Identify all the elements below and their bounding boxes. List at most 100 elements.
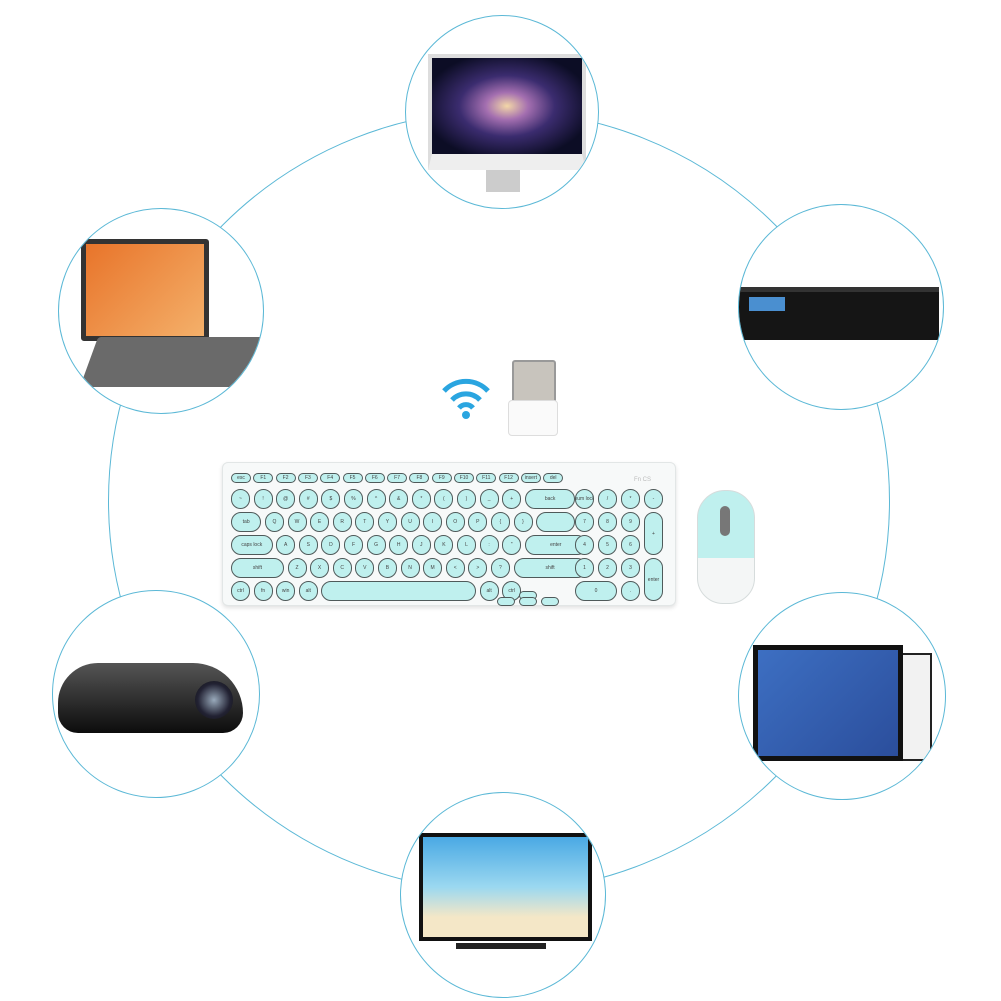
key[interactable]: } (513, 512, 533, 532)
key[interactable]: + (502, 489, 522, 509)
arrow-key[interactable] (497, 597, 515, 606)
key[interactable]: ^ (366, 489, 386, 509)
key[interactable]: shift (231, 558, 284, 578)
key[interactable]: & (389, 489, 409, 509)
key[interactable]: F7 (387, 473, 408, 483)
numpad-key[interactable]: 9 (621, 512, 640, 532)
key[interactable] (321, 581, 476, 601)
laptop-base (79, 337, 263, 387)
numpad-key[interactable]: 5 (598, 535, 617, 555)
key[interactable]: : (479, 535, 499, 555)
key[interactable]: H (389, 535, 409, 555)
key[interactable]: U (400, 512, 420, 532)
key[interactable]: back (524, 489, 576, 509)
key[interactable]: B (377, 558, 397, 578)
key[interactable]: D (321, 535, 341, 555)
key[interactable] (536, 512, 576, 532)
numpad-key[interactable]: 6 (621, 535, 640, 555)
key[interactable]: Z (287, 558, 307, 578)
key[interactable]: S (298, 535, 318, 555)
usb-receiver (508, 360, 558, 436)
numpad-key[interactable]: + (644, 512, 663, 555)
key[interactable]: F1 (253, 473, 274, 483)
key[interactable]: { (490, 512, 510, 532)
key[interactable]: A (276, 535, 296, 555)
key[interactable]: F6 (364, 473, 385, 483)
key[interactable]: ! (253, 489, 273, 509)
numpad-key[interactable]: enter (644, 558, 663, 601)
key[interactable]: E (310, 512, 330, 532)
numpad-key[interactable]: - (644, 489, 663, 509)
key[interactable]: L (457, 535, 476, 555)
key[interactable]: F11 (476, 473, 497, 483)
key[interactable]: F9 (431, 473, 452, 483)
key[interactable]: ) (457, 489, 476, 509)
key[interactable]: @ (276, 489, 296, 509)
numpad-key[interactable]: . (621, 581, 640, 601)
imac-bubble (405, 15, 599, 209)
key[interactable]: ( (434, 489, 454, 509)
key[interactable]: F5 (342, 473, 363, 483)
key[interactable]: O (445, 512, 465, 532)
key[interactable]: C (332, 558, 352, 578)
numpad-key[interactable]: num lock (575, 489, 594, 509)
key[interactable]: F3 (297, 473, 318, 483)
key[interactable]: I (423, 512, 443, 532)
numpad-key[interactable]: 1 (575, 558, 594, 578)
key[interactable]: Q (264, 512, 284, 532)
key[interactable]: X (310, 558, 330, 578)
key[interactable]: M (423, 558, 443, 578)
key[interactable]: K (434, 535, 454, 555)
key[interactable]: R (332, 512, 352, 532)
key[interactable]: enter (524, 535, 587, 555)
key[interactable]: # (298, 489, 318, 509)
numpad-key[interactable]: * (621, 489, 640, 509)
key[interactable]: F8 (409, 473, 430, 483)
numpad-key[interactable]: 3 (621, 558, 640, 578)
key[interactable]: del (543, 473, 564, 483)
key[interactable]: N (400, 558, 420, 578)
key[interactable]: F2 (275, 473, 296, 483)
key[interactable]: win (276, 581, 296, 601)
key[interactable]: $ (321, 489, 341, 509)
key[interactable]: % (344, 489, 363, 509)
numpad-key[interactable]: 8 (598, 512, 617, 532)
key[interactable]: insert (520, 473, 541, 483)
key[interactable]: F (344, 535, 363, 555)
key[interactable]: " (502, 535, 522, 555)
arrow-key[interactable] (519, 597, 537, 606)
key[interactable]: fn (253, 581, 273, 601)
key[interactable]: _ (479, 489, 499, 509)
numpad-key[interactable]: / (598, 489, 617, 509)
key[interactable]: W (287, 512, 307, 532)
key[interactable]: F12 (498, 473, 519, 483)
numpad-key[interactable]: 0 (575, 581, 617, 601)
key[interactable]: > (468, 558, 488, 578)
key[interactable]: tab (231, 512, 262, 532)
key[interactable]: F4 (320, 473, 341, 483)
key[interactable]: ctrl (231, 581, 250, 601)
key[interactable]: J (411, 535, 431, 555)
key[interactable]: V (355, 558, 375, 578)
key[interactable]: caps lock (231, 535, 273, 555)
key[interactable]: ? (490, 558, 510, 578)
numpad-key[interactable]: 2 (598, 558, 617, 578)
key[interactable]: alt (298, 581, 318, 601)
key[interactable]: shift (513, 558, 587, 578)
numpad-key[interactable]: 4 (575, 535, 594, 555)
set-top-box-bubble (738, 204, 944, 410)
key[interactable]: esc (231, 473, 251, 483)
key[interactable]: G (366, 535, 386, 555)
key[interactable]: * (411, 489, 431, 509)
arrow-key[interactable] (541, 597, 559, 606)
key[interactable]: F10 (454, 473, 474, 483)
key[interactable]: Y (377, 512, 397, 532)
key[interactable]: P (468, 512, 488, 532)
key[interactable]: ~ (231, 489, 250, 509)
key[interactable]: < (445, 558, 465, 578)
projector-bubble (52, 590, 260, 798)
key[interactable]: alt (479, 581, 499, 601)
numpad-key[interactable]: 7 (575, 512, 594, 532)
key[interactable]: T (355, 512, 375, 532)
